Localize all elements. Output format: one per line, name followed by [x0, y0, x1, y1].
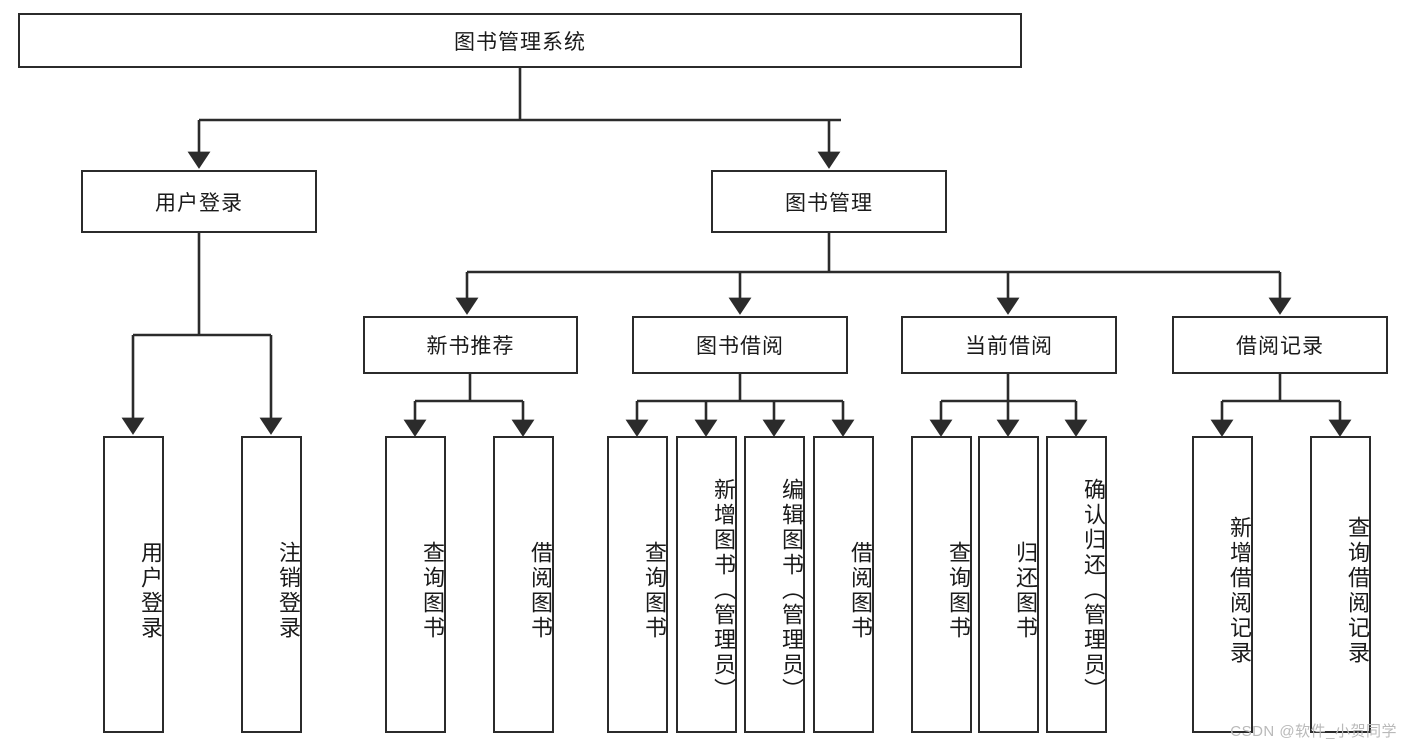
leaf-new-book-1[interactable]: 查询图书 — [385, 436, 446, 733]
node-book-management[interactable]: 图书管理 — [711, 170, 947, 233]
node-current-borrow[interactable]: 当前借阅 — [901, 316, 1117, 374]
leaf-book-borrow-1-label: 查询图书 — [642, 540, 667, 641]
node-user-login-label: 用户登录 — [155, 191, 243, 215]
leaf-book-borrow-3-label: 编辑图书（管理员） — [779, 478, 804, 703]
node-new-book-recommend-label: 新书推荐 — [426, 335, 515, 358]
leaf-user-login-2[interactable]: 注销登录 — [241, 436, 302, 733]
leaf-borrow-record-2[interactable]: 查询借阅记录 — [1310, 436, 1371, 733]
node-user-login[interactable]: 用户登录 — [81, 170, 317, 233]
leaf-new-book-2[interactable]: 借阅图书 — [493, 436, 554, 733]
node-book-management-label: 图书管理 — [785, 191, 873, 215]
leaf-user-login-1-label: 用户登录 — [138, 540, 163, 641]
leaf-current-borrow-3-label: 确认归还（管理员） — [1081, 478, 1106, 703]
leaf-book-borrow-3[interactable]: 编辑图书（管理员） — [744, 436, 805, 733]
csdn-watermark: CSDN @软件_小贺同学 — [1230, 723, 1397, 740]
node-root-label: 图书管理系统 — [454, 30, 586, 54]
node-book-borrow-label: 图书借阅 — [696, 335, 784, 358]
leaf-current-borrow-2-label: 归还图书 — [1013, 540, 1038, 641]
node-borrow-record-label: 借阅记录 — [1236, 335, 1324, 358]
node-borrow-record[interactable]: 借阅记录 — [1172, 316, 1388, 374]
leaf-current-borrow-1-label: 查询图书 — [946, 540, 971, 641]
leaf-user-login-1[interactable]: 用户登录 — [103, 436, 164, 733]
leaf-user-login-2-label: 注销登录 — [276, 540, 301, 641]
leaf-new-book-1-label: 查询图书 — [420, 540, 445, 641]
node-book-borrow[interactable]: 图书借阅 — [632, 316, 848, 374]
leaf-borrow-record-2-label: 查询借阅记录 — [1345, 515, 1370, 666]
node-new-book-recommend[interactable]: 新书推荐 — [363, 316, 578, 374]
node-current-borrow-label: 当前借阅 — [965, 335, 1053, 358]
leaf-book-borrow-1[interactable]: 查询图书 — [607, 436, 668, 733]
leaf-current-borrow-1[interactable]: 查询图书 — [911, 436, 972, 733]
leaf-borrow-record-1-label: 新增借阅记录 — [1227, 515, 1252, 666]
leaf-current-borrow-2[interactable]: 归还图书 — [978, 436, 1039, 733]
leaf-current-borrow-3[interactable]: 确认归还（管理员） — [1046, 436, 1107, 733]
leaf-new-book-2-label: 借阅图书 — [528, 540, 553, 641]
node-root[interactable]: 图书管理系统 — [18, 13, 1022, 68]
leaf-book-borrow-2[interactable]: 新增图书（管理员） — [676, 436, 737, 733]
leaf-book-borrow-2-label: 新增图书（管理员） — [711, 478, 736, 703]
leaf-book-borrow-4[interactable]: 借阅图书 — [813, 436, 874, 733]
leaf-borrow-record-1[interactable]: 新增借阅记录 — [1192, 436, 1253, 733]
leaf-book-borrow-4-label: 借阅图书 — [848, 540, 873, 641]
